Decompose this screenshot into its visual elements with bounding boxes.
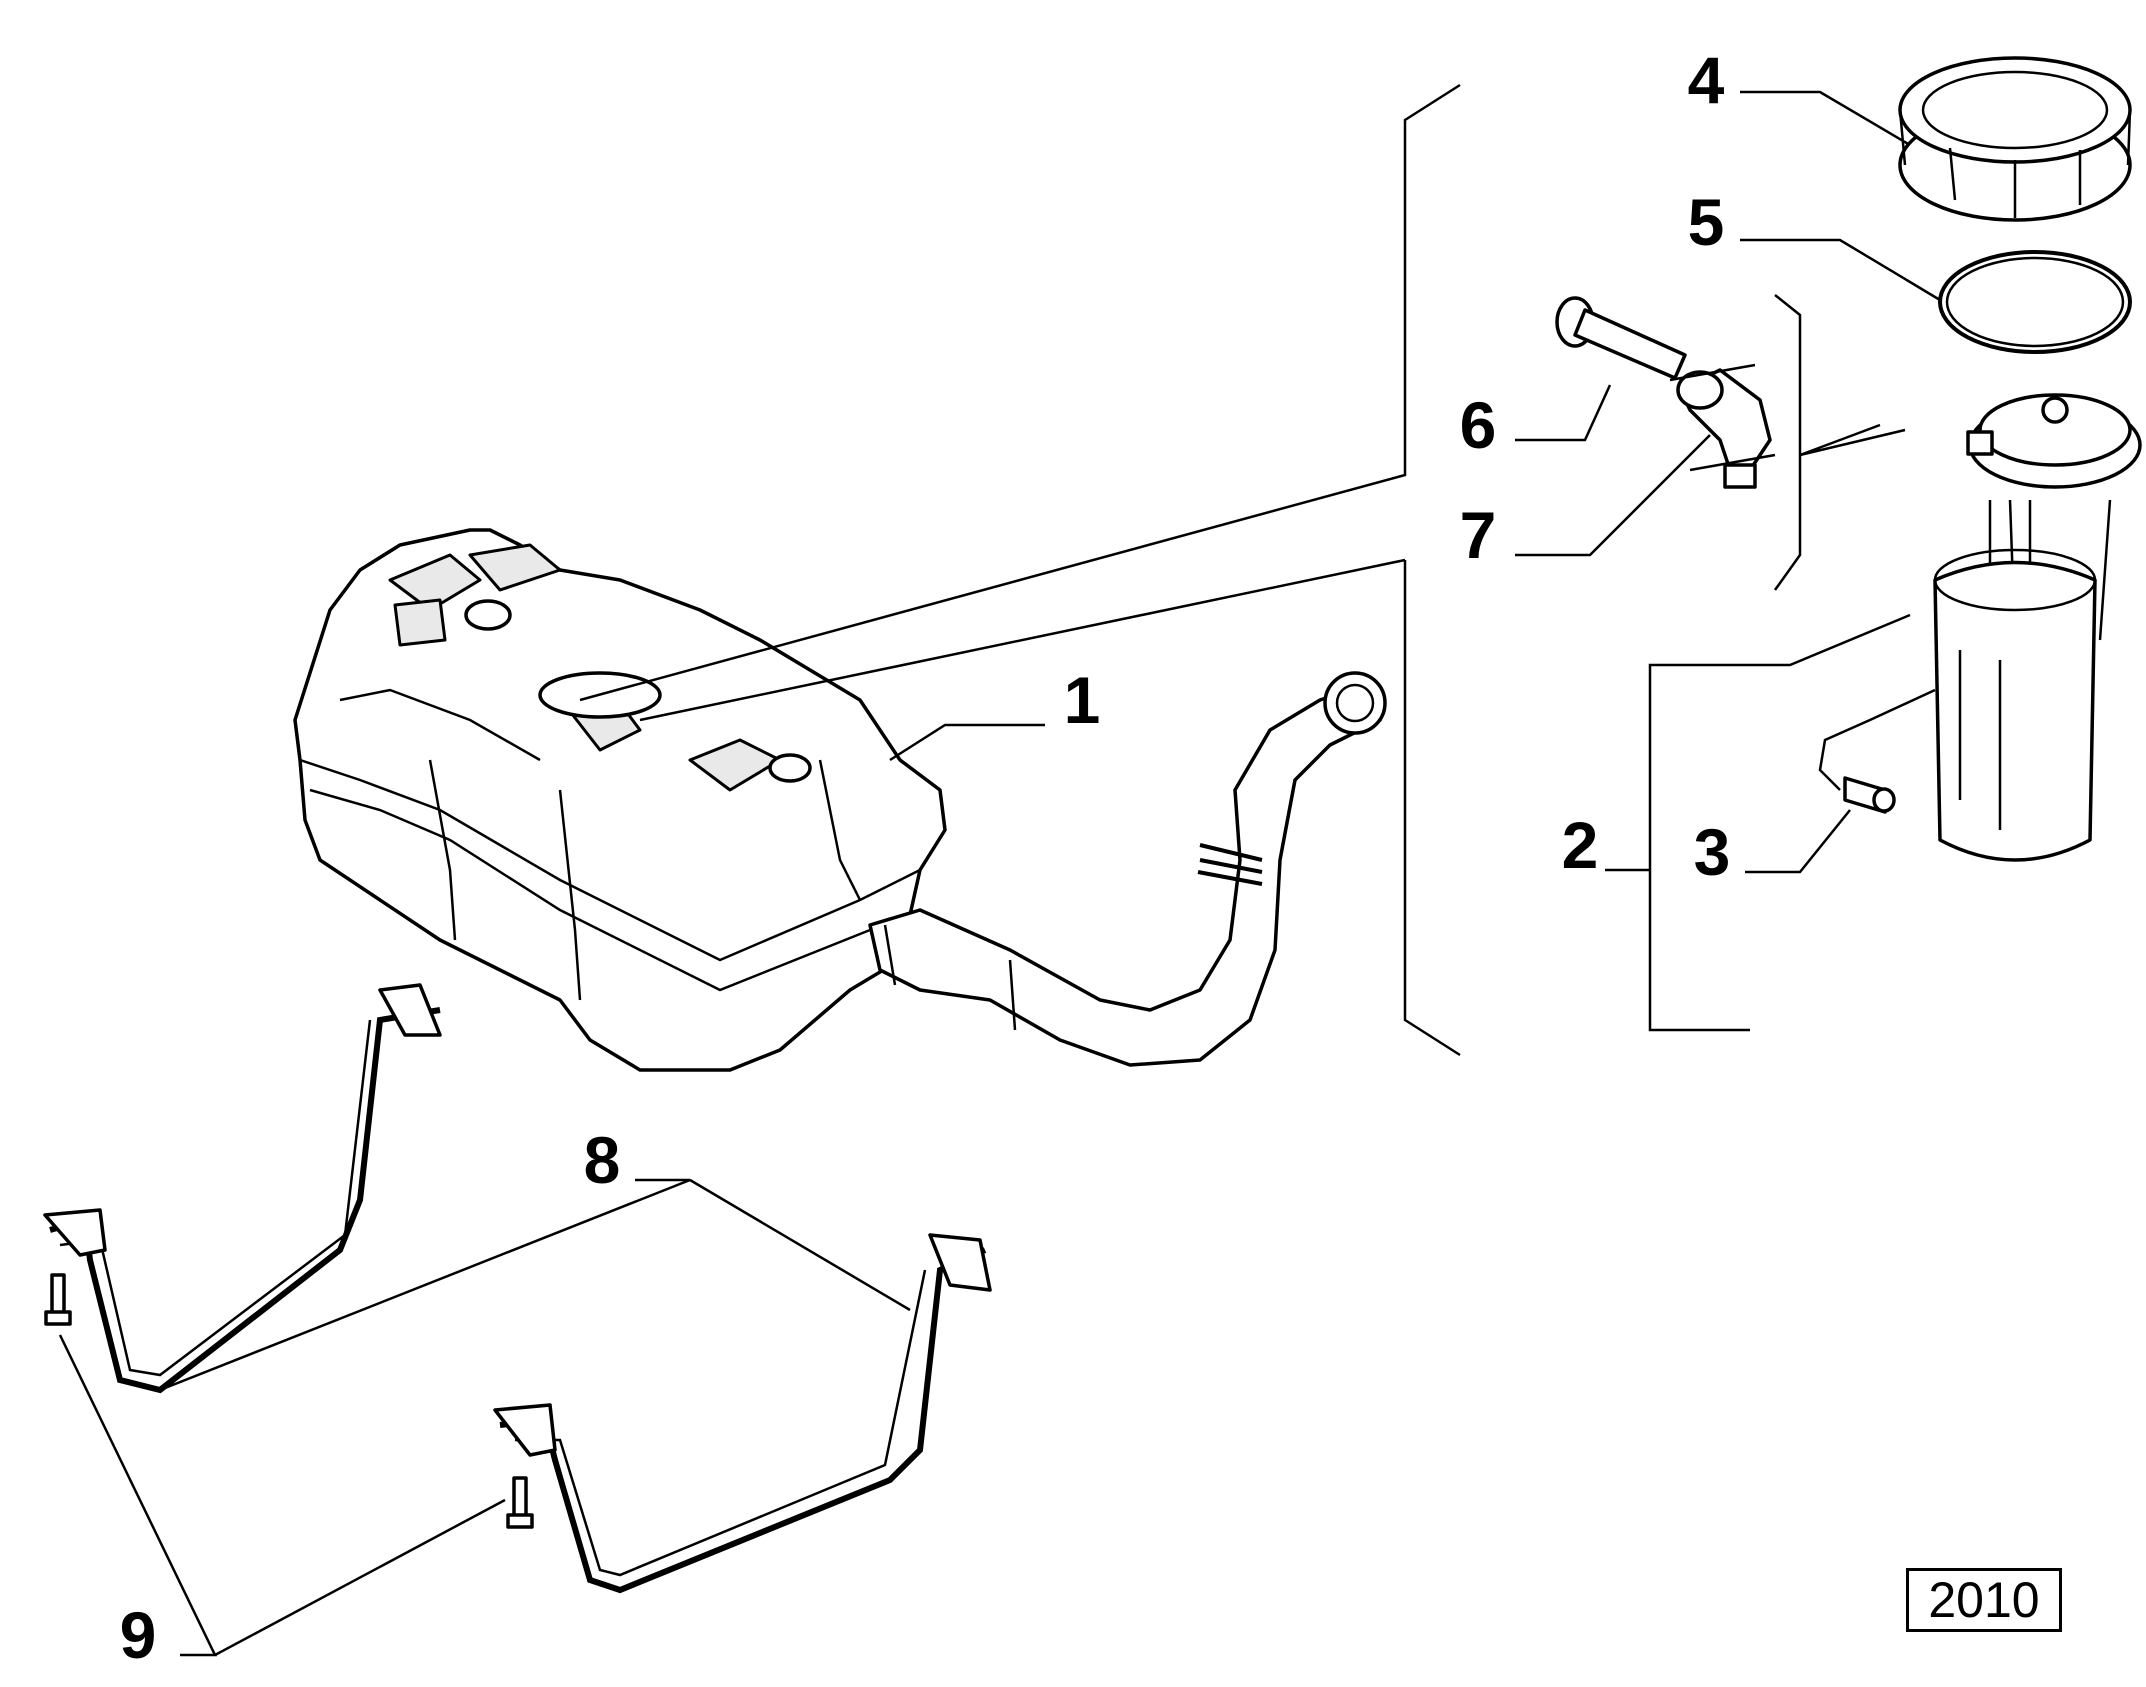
tank-strap-left — [43, 983, 442, 1394]
locking-ring — [1898, 56, 2132, 222]
callout-4: 4 — [1687, 43, 1725, 117]
callout-3: 3 — [1693, 815, 1731, 889]
level-sensor — [1843, 776, 1896, 814]
connector-pin — [1555, 296, 1687, 380]
callout-8: 8 — [583, 1123, 621, 1197]
callout-5: 5 — [1687, 185, 1725, 259]
seal-ring — [1938, 250, 2132, 354]
bolt-left — [44, 1273, 72, 1326]
callout-1: 1 — [1063, 663, 1101, 737]
fuel-pump-module — [1818, 393, 2142, 862]
elbow-fitting — [1669, 363, 1776, 489]
tank-strap-right — [493, 1233, 992, 1594]
filler-neck-hose — [868, 671, 1387, 1067]
leader-lines — [58, 83, 1941, 1657]
reference-code-box: 2010 — [1906, 1568, 2062, 1632]
callout-2: 2 — [1561, 808, 1599, 882]
fuel-tank — [293, 528, 947, 1072]
bolt-right — [506, 1476, 534, 1529]
callout-9: 9 — [119, 1598, 157, 1672]
callout-6: 6 — [1459, 388, 1497, 462]
callout-7: 7 — [1459, 498, 1497, 572]
